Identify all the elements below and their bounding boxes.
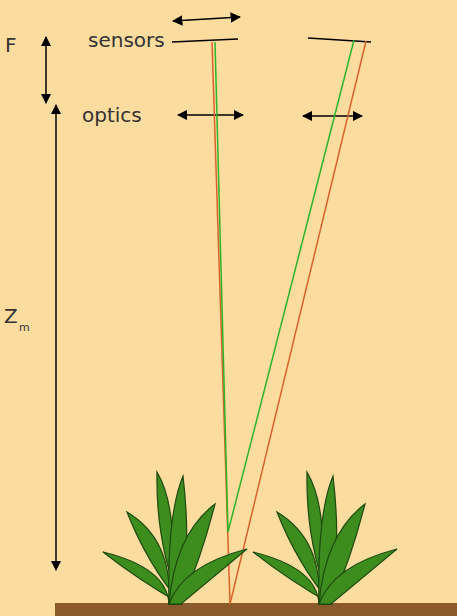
motion-arrow (173, 17, 240, 21)
leaf (169, 549, 247, 604)
label: sensors (88, 30, 165, 50)
ray (228, 40, 354, 532)
ray (230, 41, 366, 604)
leaf (319, 549, 397, 604)
optics-arrow (178, 114, 243, 116)
plants (103, 472, 397, 604)
label: Z (4, 306, 18, 326)
label: optics (82, 105, 142, 125)
ray (212, 42, 230, 604)
sensor-right (308, 38, 371, 42)
dimension-arrow (45, 37, 47, 103)
sensor-left (172, 39, 238, 42)
ray (215, 42, 228, 532)
label: m (19, 322, 30, 333)
dimension-arrow (55, 105, 57, 570)
optics-arrow (303, 115, 362, 117)
label: F (5, 35, 17, 55)
ground (55, 603, 457, 616)
